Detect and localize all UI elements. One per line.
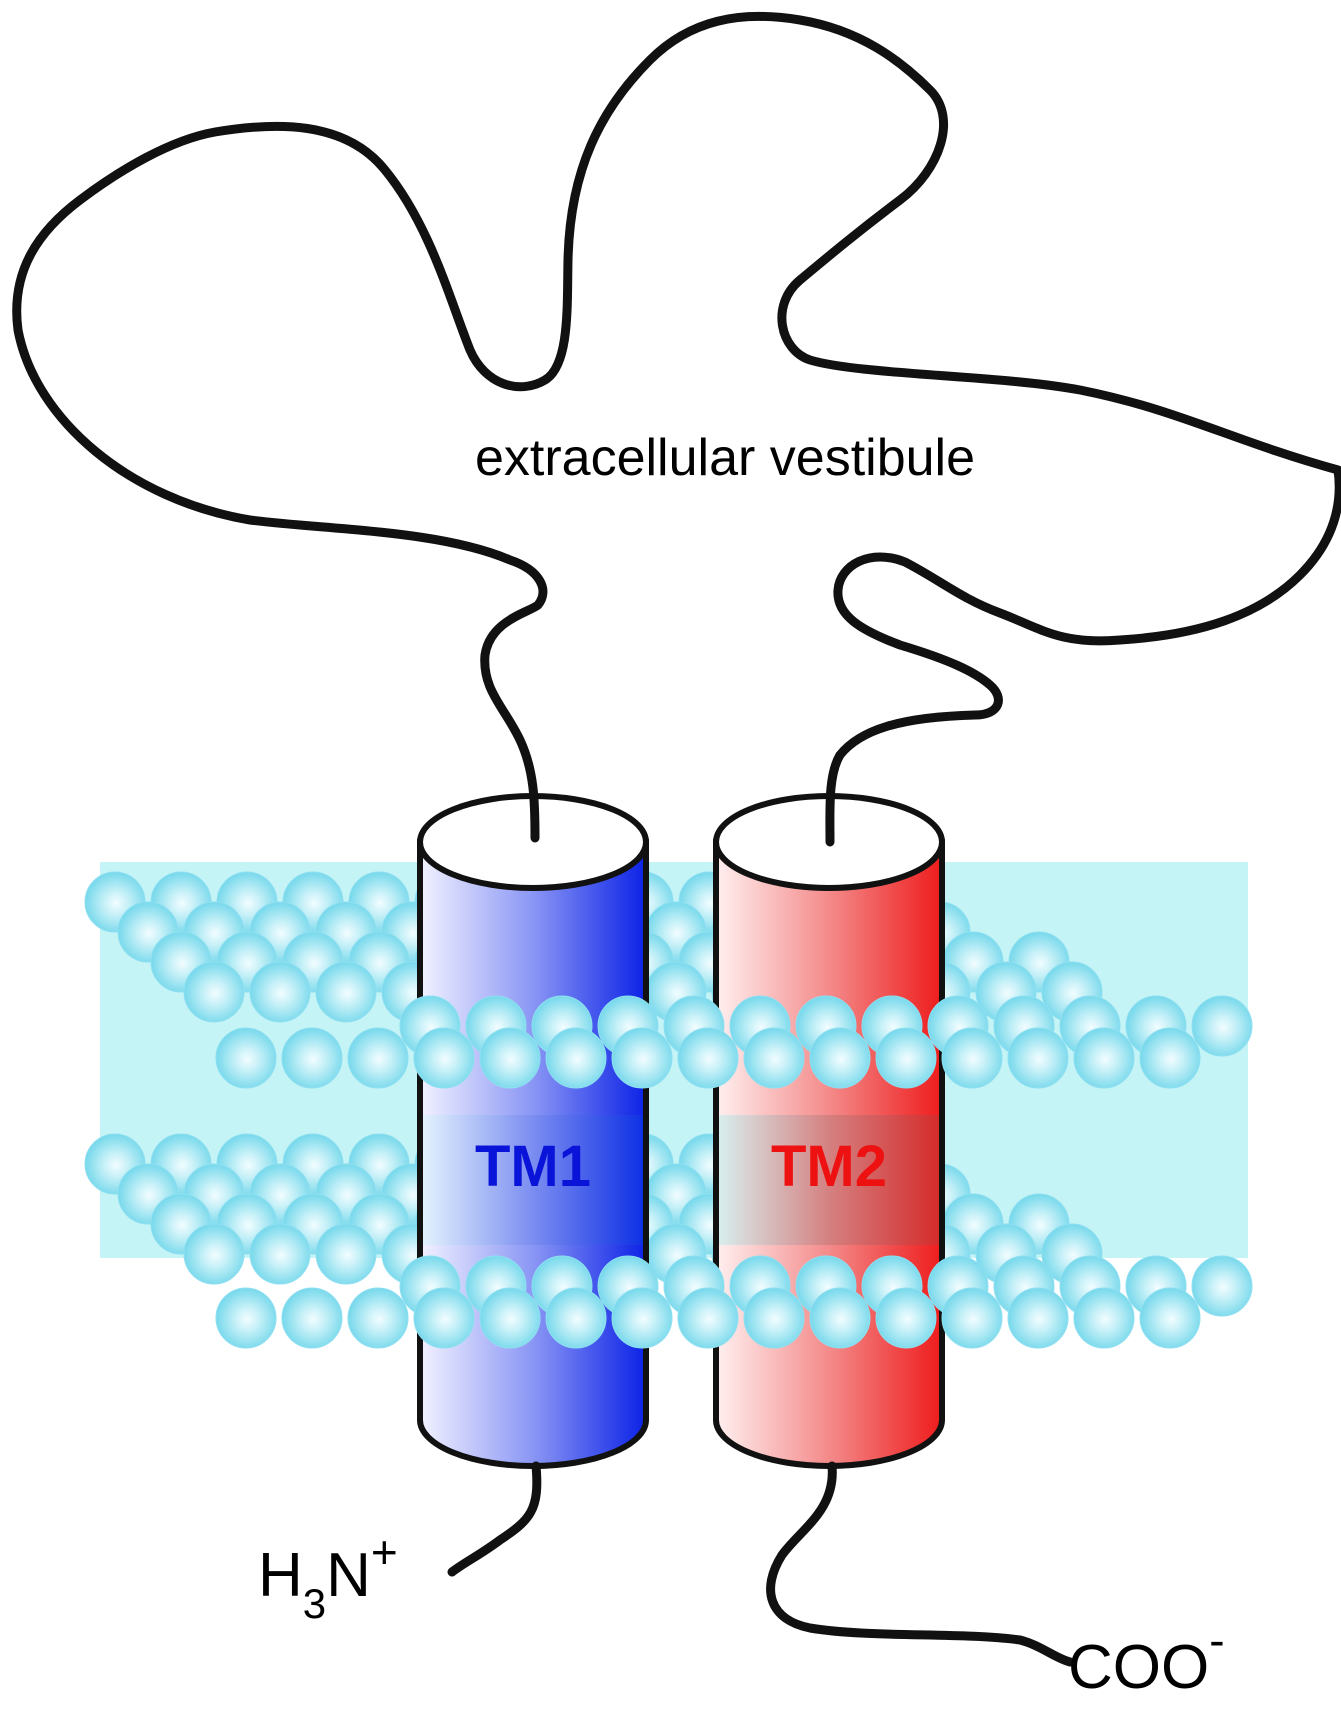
lipid-bead xyxy=(809,1027,871,1089)
lipid-bead xyxy=(875,1287,937,1349)
lipid-bead xyxy=(281,1287,343,1349)
lipid-bead xyxy=(183,961,245,1023)
lipid-bead xyxy=(1139,1027,1201,1089)
c-terminus-label: COO- xyxy=(1068,1614,1225,1702)
lipid-bead xyxy=(215,1287,277,1349)
lipid-bead xyxy=(215,1027,277,1089)
tm1-label: TM1 xyxy=(475,1134,591,1199)
svg-text:COO-: COO- xyxy=(1068,1614,1225,1702)
tm1-helix-cylinder xyxy=(417,793,649,1469)
svg-text:H3N+: H3N+ xyxy=(258,1526,398,1627)
lipid-bead xyxy=(677,1287,739,1349)
lipid-bead xyxy=(1139,1287,1201,1349)
lipid-bead xyxy=(1191,995,1253,1057)
lipid-bead xyxy=(1073,1027,1135,1089)
vestibule-label: extracellular vestibule xyxy=(475,429,975,487)
lipid-bead xyxy=(611,1027,673,1089)
lipid-bead xyxy=(677,1027,739,1089)
lipid-bead xyxy=(743,1027,805,1089)
n-terminus-label: H3N+ xyxy=(258,1526,398,1627)
lipid-bead xyxy=(347,1027,409,1089)
lipid-bead xyxy=(941,1287,1003,1349)
lipid-bead xyxy=(315,961,377,1023)
extracellular-loop-strand xyxy=(12,11,1341,847)
lipid-bead xyxy=(1073,1287,1135,1349)
lipid-bead xyxy=(249,1223,311,1285)
lower-leaflet-front-beads xyxy=(215,1255,1253,1349)
lipid-bead xyxy=(545,1027,607,1089)
lipid-bead xyxy=(183,1223,245,1285)
lipid-bead xyxy=(479,1027,541,1089)
lipid-bead xyxy=(1191,1255,1253,1317)
upper-leaflet-front-beads xyxy=(215,995,1253,1089)
lipid-bead xyxy=(545,1287,607,1349)
tm2-label: TM2 xyxy=(771,1134,887,1199)
lipid-bead xyxy=(743,1287,805,1349)
lipid-bead xyxy=(1007,1287,1069,1349)
lipid-bead xyxy=(1007,1027,1069,1089)
lipid-bead xyxy=(809,1287,871,1349)
lipid-bead xyxy=(249,961,311,1023)
lipid-bead xyxy=(875,1027,937,1089)
lipid-bead xyxy=(413,1287,475,1349)
lipid-bead xyxy=(941,1027,1003,1089)
lipid-bead xyxy=(413,1027,475,1089)
lipid-bead xyxy=(611,1287,673,1349)
lipid-bead xyxy=(315,1223,377,1285)
lipid-bead xyxy=(281,1027,343,1089)
n-terminal-tail xyxy=(447,1461,542,1577)
lipid-bead xyxy=(479,1287,541,1349)
c-terminal-tail xyxy=(766,1461,1075,1667)
lipid-bead xyxy=(347,1287,409,1349)
tm2-helix-cylinder xyxy=(713,793,945,1469)
